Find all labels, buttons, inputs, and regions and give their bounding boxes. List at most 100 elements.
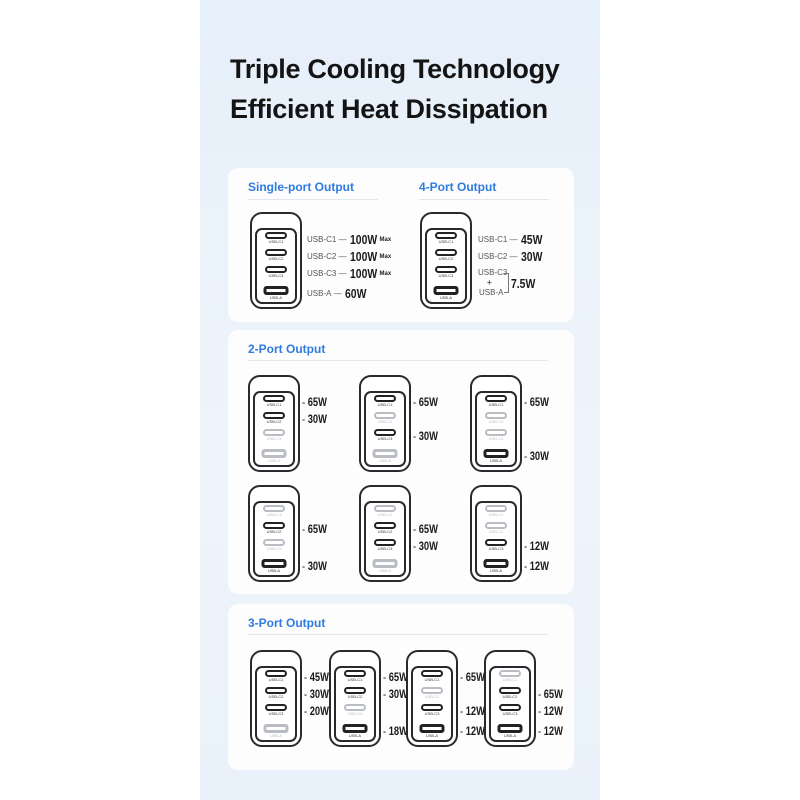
max-suffix: Max	[379, 236, 392, 243]
port-label: USB-C3	[377, 546, 393, 551]
usb-port: USB-C3	[421, 704, 443, 716]
wattage-label: 65W	[413, 522, 438, 536]
wattage-label: 12W	[460, 704, 485, 718]
dash: —	[509, 235, 518, 244]
port-label: USB-C1	[438, 239, 454, 244]
usb-port: USB-C2	[374, 522, 396, 534]
usb-port: USB-C1	[374, 395, 396, 407]
port-label: USB-A	[489, 568, 503, 573]
usb-port: USB-A	[263, 286, 289, 300]
port-label: USB-C3	[424, 711, 440, 716]
port-slot-icon	[374, 522, 396, 529]
wattage-label: 65W	[302, 395, 327, 409]
port-label: USB-C1	[377, 512, 393, 517]
title-line-1: Triple Cooling Technology	[230, 54, 560, 84]
wattage: 100W	[349, 249, 377, 264]
dash: —	[333, 289, 342, 298]
port-name: USB-C3	[307, 269, 337, 278]
port-slot-icon	[483, 559, 509, 568]
port-label: USB-C3	[488, 436, 504, 441]
port-label: USB-C3	[438, 273, 454, 278]
wattage-label: 65W	[383, 670, 408, 684]
port-slot-icon	[263, 412, 285, 419]
port-label: USB-C3	[347, 711, 363, 716]
usb-port: USB-C3	[265, 266, 287, 278]
wattage-label: 45W	[304, 670, 329, 684]
port-slot-icon	[263, 539, 285, 546]
port-label: USB-C2	[266, 419, 282, 424]
wattage: 30W	[520, 249, 542, 264]
port-slot-icon	[435, 249, 457, 256]
port-slot-icon	[499, 670, 521, 677]
wattage-label: 12W	[524, 539, 549, 553]
port-slot-icon	[485, 505, 507, 512]
port-slot-icon	[265, 266, 287, 273]
usb-port: USB-C2	[435, 249, 457, 261]
port-slot-icon	[372, 449, 398, 458]
port-label: USB-A	[269, 295, 283, 300]
port-label: USB-C1	[488, 512, 504, 517]
usb-port: USB-C1	[263, 395, 285, 407]
wattage-label: 12W	[524, 559, 549, 573]
port-slot-icon	[435, 232, 457, 239]
port-label: USB-C3	[266, 546, 282, 551]
port-label: USB-C2	[438, 256, 454, 261]
four-port-row: USB-C1 —45W	[478, 232, 547, 247]
usb-port: USB-C1	[485, 505, 507, 517]
port-slot-icon	[344, 704, 366, 711]
port-slot-icon	[485, 429, 507, 436]
usb-port: USB-C1	[485, 395, 507, 407]
wattage-label: 30W	[413, 429, 438, 443]
usb-port: USB-C2	[485, 522, 507, 534]
usb-port: USB-A	[483, 559, 509, 573]
wattage-label: 20W	[304, 704, 329, 718]
usb-port: USB-C1	[265, 670, 287, 682]
usb-port: USB-A	[433, 286, 459, 300]
usb-port: USB-C1	[265, 232, 287, 244]
port-name: USB-C2	[307, 252, 337, 261]
wattage: 60W	[344, 286, 367, 301]
usb-port: USB-A	[261, 449, 287, 463]
usb-port: USB-C2	[265, 249, 287, 261]
port-slot-icon	[419, 724, 445, 733]
port-label: USB-C1	[347, 677, 363, 682]
port-label: USB-C2	[502, 694, 518, 699]
port-label: USB-C2	[266, 529, 282, 534]
port-slot-icon	[265, 249, 287, 256]
port-label: USB-C1	[266, 402, 282, 407]
port-label: USB-C2	[377, 529, 393, 534]
port-label: USB-A	[378, 458, 392, 463]
port-label: USB-C2	[488, 419, 504, 424]
port-slot-icon	[263, 505, 285, 512]
usb-port: USB-C1	[374, 505, 396, 517]
port-slot-icon	[483, 449, 509, 458]
port-name: USB-C1	[478, 235, 508, 244]
divider	[248, 634, 548, 635]
section-heading-single-port: Single-port Output	[248, 180, 354, 194]
port-slot-icon	[263, 395, 285, 402]
wattage: 100W	[349, 266, 377, 281]
usb-port: USB-C1	[435, 232, 457, 244]
port-slot-icon	[265, 704, 287, 711]
port-name: USB-A	[307, 289, 332, 298]
usb-port: USB-C1	[263, 505, 285, 517]
usb-port: USB-C1	[499, 670, 521, 682]
usb-port: USB-C3	[374, 429, 396, 441]
port-label: USB-C3	[268, 273, 284, 278]
usb-port: USB-C1	[344, 670, 366, 682]
usb-port: USB-C3	[435, 266, 457, 278]
port-label: USB-C2	[424, 694, 440, 699]
port-slot-icon	[261, 449, 287, 458]
usb-port: USB-C2	[374, 412, 396, 424]
port-label: USB-C3	[488, 546, 504, 551]
wattage-label: 30W	[304, 687, 329, 701]
port-slot-icon	[265, 232, 287, 239]
usb-port: USB-C2	[265, 687, 287, 699]
usb-port: USB-A	[372, 449, 398, 463]
usb-port: USB-C3	[344, 704, 366, 716]
port-label: USB-C2	[268, 256, 284, 261]
